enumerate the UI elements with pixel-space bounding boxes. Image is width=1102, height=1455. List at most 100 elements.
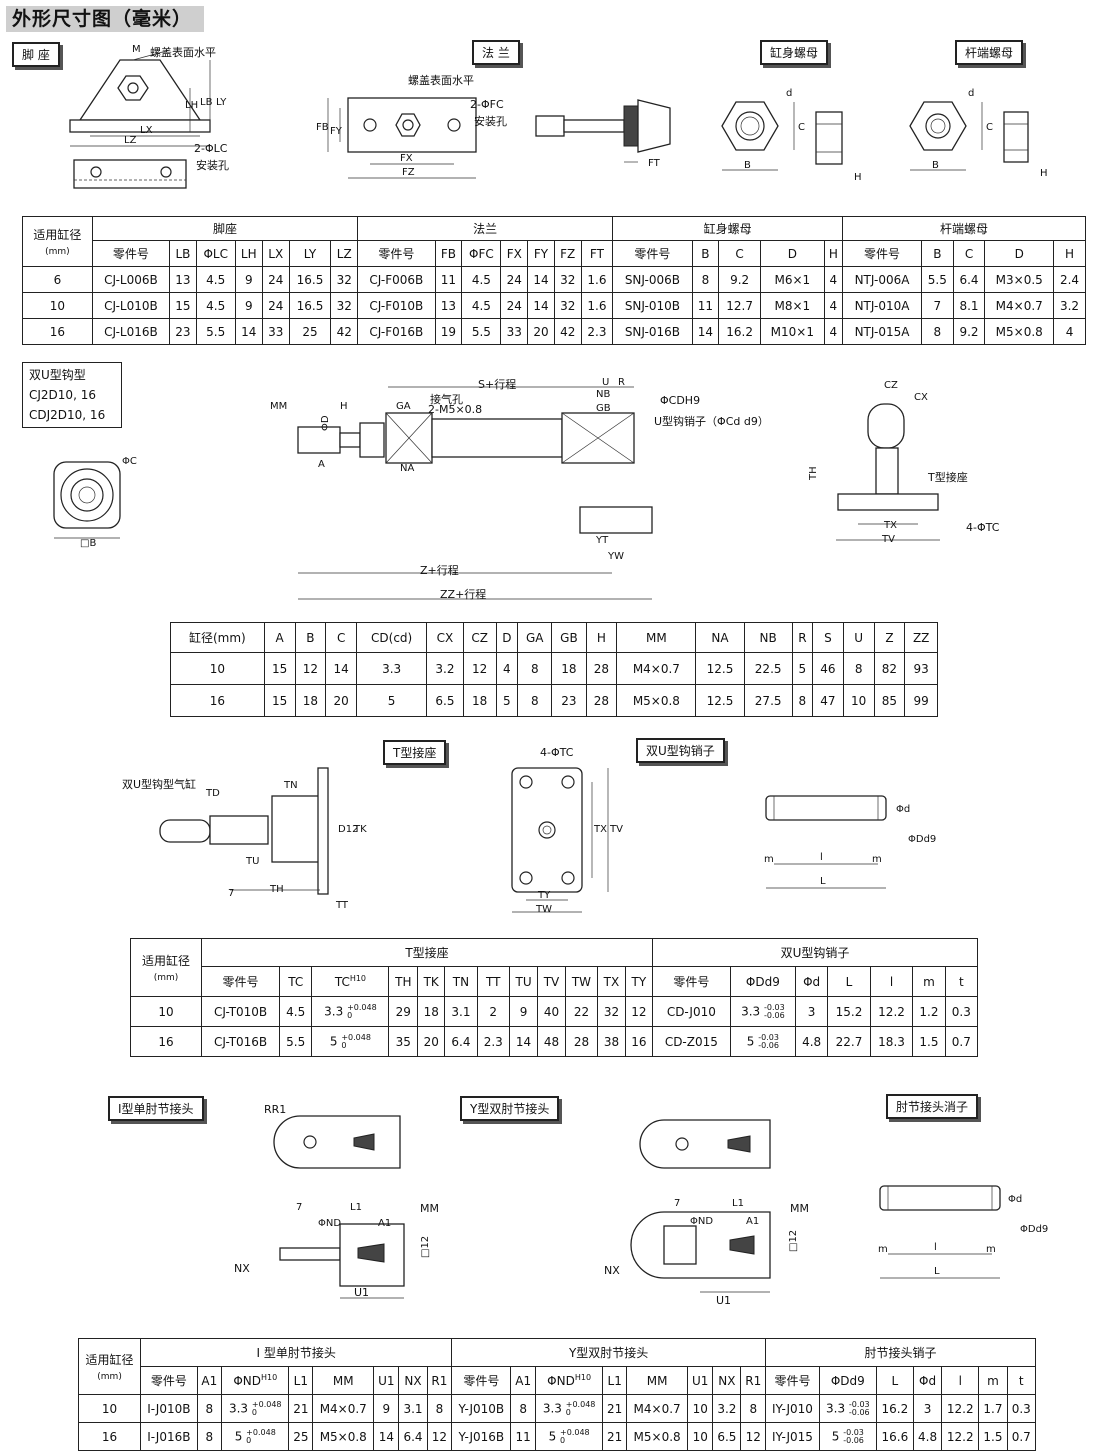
t3-header-text: ΦDd9 <box>745 974 780 989</box>
t3-header-cell: TN <box>444 966 478 997</box>
svg-text:ΦND: ΦND <box>690 1216 713 1227</box>
t3-cell: 6.4 <box>444 1026 478 1057</box>
t4-header-cell: t <box>1006 1366 1037 1395</box>
t4-header-cell: Φd <box>912 1366 943 1395</box>
svg-text:A1: A1 <box>746 1216 759 1227</box>
caption-mm-y: MM <box>790 1202 809 1215</box>
t3-bore-header: 适用缸径(mm) <box>129 938 203 997</box>
t3-cell-value: 3.3 <box>741 1004 761 1018</box>
t1-header-cell: C <box>952 240 986 267</box>
t4-header-text: A1 <box>201 1373 218 1388</box>
t1-header-cell: B <box>920 240 954 267</box>
t2-header-cell: D <box>495 622 519 653</box>
svg-text:GA: GA <box>396 401 411 412</box>
t1-header-cell: 零件号 <box>91 240 171 267</box>
caption-z-stroke: Z+行程 <box>420 564 459 577</box>
t2-cell: 15 <box>263 652 296 685</box>
t4-cell-value: 5 <box>234 1429 243 1443</box>
t4-cell: 3.1 <box>398 1394 428 1423</box>
t4-header-cell: 零件号 <box>451 1366 512 1395</box>
t1-cell: CJ-L006B <box>91 266 171 293</box>
t1-cell: 32 <box>330 266 359 293</box>
t4-header-text: ΦND <box>547 1374 575 1388</box>
t4-header-cell: ΦDd9 <box>818 1366 877 1395</box>
caption-u-cyl-label: 双U型钩型气缸 <box>122 778 197 791</box>
t4-header-text: NX <box>718 1373 736 1388</box>
t3-cell: 38 <box>597 1026 626 1057</box>
t4-header-cell: 零件号 <box>140 1366 198 1395</box>
t2-cell: 82 <box>873 652 906 685</box>
caption-fc-hole: 2-ΦFC <box>470 98 504 111</box>
t4-header-cell: A1 <box>510 1366 536 1395</box>
t2-header-cell: U <box>842 622 875 653</box>
t3-cell-value: 3.3 <box>324 1004 344 1018</box>
t2-header-cell: ZZ <box>904 622 938 653</box>
t4-cell-value: 3.3 <box>826 1401 846 1415</box>
t4-nd-sup: H10 <box>574 1373 592 1382</box>
t1-cell: 32 <box>330 292 359 319</box>
t3-group-u-pin: 双U型钩销子 <box>651 938 979 967</box>
t4-header-cell: MM <box>626 1366 689 1395</box>
t2-cell: 12 <box>462 652 497 685</box>
svg-text:B: B <box>932 160 939 171</box>
t1-cell: 24 <box>500 292 529 319</box>
svg-text:LH: LH <box>185 100 198 111</box>
t3-header-text: L <box>845 974 853 989</box>
t1-cell: 4 <box>823 318 844 345</box>
t3-header-text: TK <box>423 974 439 989</box>
svg-text:GB: GB <box>596 403 611 414</box>
t1-cell: 6 <box>22 266 93 293</box>
svg-text:d: d <box>968 88 974 99</box>
svg-text:FY: FY <box>330 126 343 137</box>
t2-cell: 5 <box>356 684 428 717</box>
t3-cell: 40 <box>537 996 566 1027</box>
t3-cell: 35 <box>388 1026 419 1057</box>
svg-text:7: 7 <box>228 888 234 899</box>
svg-text:TK: TK <box>353 824 367 835</box>
t2-cell: 8 <box>517 684 553 717</box>
t1-cell: 9.2 <box>718 266 761 293</box>
t4-header-cell: 零件号 <box>765 1366 820 1395</box>
t1-cell: 13 <box>169 266 197 293</box>
caption-lc-hole: 2-ΦLC <box>194 142 228 155</box>
caption-nx-i: NX <box>234 1262 250 1275</box>
t4-header-cell: R1 <box>740 1366 767 1395</box>
t3-cell-value: 5 <box>746 1034 755 1048</box>
t1-header-cell: LX <box>261 240 290 267</box>
t1-group-rod-nut: 杆端螺母 <box>842 216 1086 241</box>
svg-text:TD: TD <box>205 788 220 799</box>
t1-cell: 5.5 <box>195 318 236 345</box>
t2-header-cell: H <box>585 622 618 653</box>
t1-header-cell: FT <box>580 240 614 267</box>
t3-header-cell: 零件号 <box>651 966 731 997</box>
t1-cell: CJ-F006B <box>357 266 436 293</box>
t1-cell: 42 <box>330 318 359 345</box>
t1-cell: 33 <box>500 318 529 345</box>
t2-header-cell: R <box>791 622 813 653</box>
svg-text:TV: TV <box>881 534 895 545</box>
t4-header-text: t <box>1018 1373 1024 1388</box>
t2-cell: M5×0.8 <box>616 684 697 717</box>
t1-cell: M8×1 <box>760 292 825 319</box>
t4-header-cell: A1 <box>196 1366 223 1395</box>
t4-cell: 6.4 <box>398 1422 428 1451</box>
t3-cell: 10 <box>129 996 203 1027</box>
t4-cell: 10 <box>687 1422 714 1451</box>
t2-cell: 12.5 <box>695 652 745 685</box>
t1-cell: CJ-F016B <box>357 318 436 345</box>
svg-text:Φd: Φd <box>1008 1194 1022 1205</box>
svg-text:m: m <box>878 1244 888 1255</box>
t4-header-cell: U1 <box>687 1366 714 1395</box>
caption-install-hole-2: 安装孔 <box>474 115 507 128</box>
t1-header-cell: D <box>984 240 1055 267</box>
t3-header-cell: TY <box>624 966 653 997</box>
t3-header-text: TY <box>631 974 647 989</box>
t2-cell: 3.2 <box>426 652 464 685</box>
t4-cell: M5×0.8 <box>626 1422 689 1451</box>
t1-header-cell: 零件号 <box>612 240 693 267</box>
t2-cell: 85 <box>873 684 906 717</box>
